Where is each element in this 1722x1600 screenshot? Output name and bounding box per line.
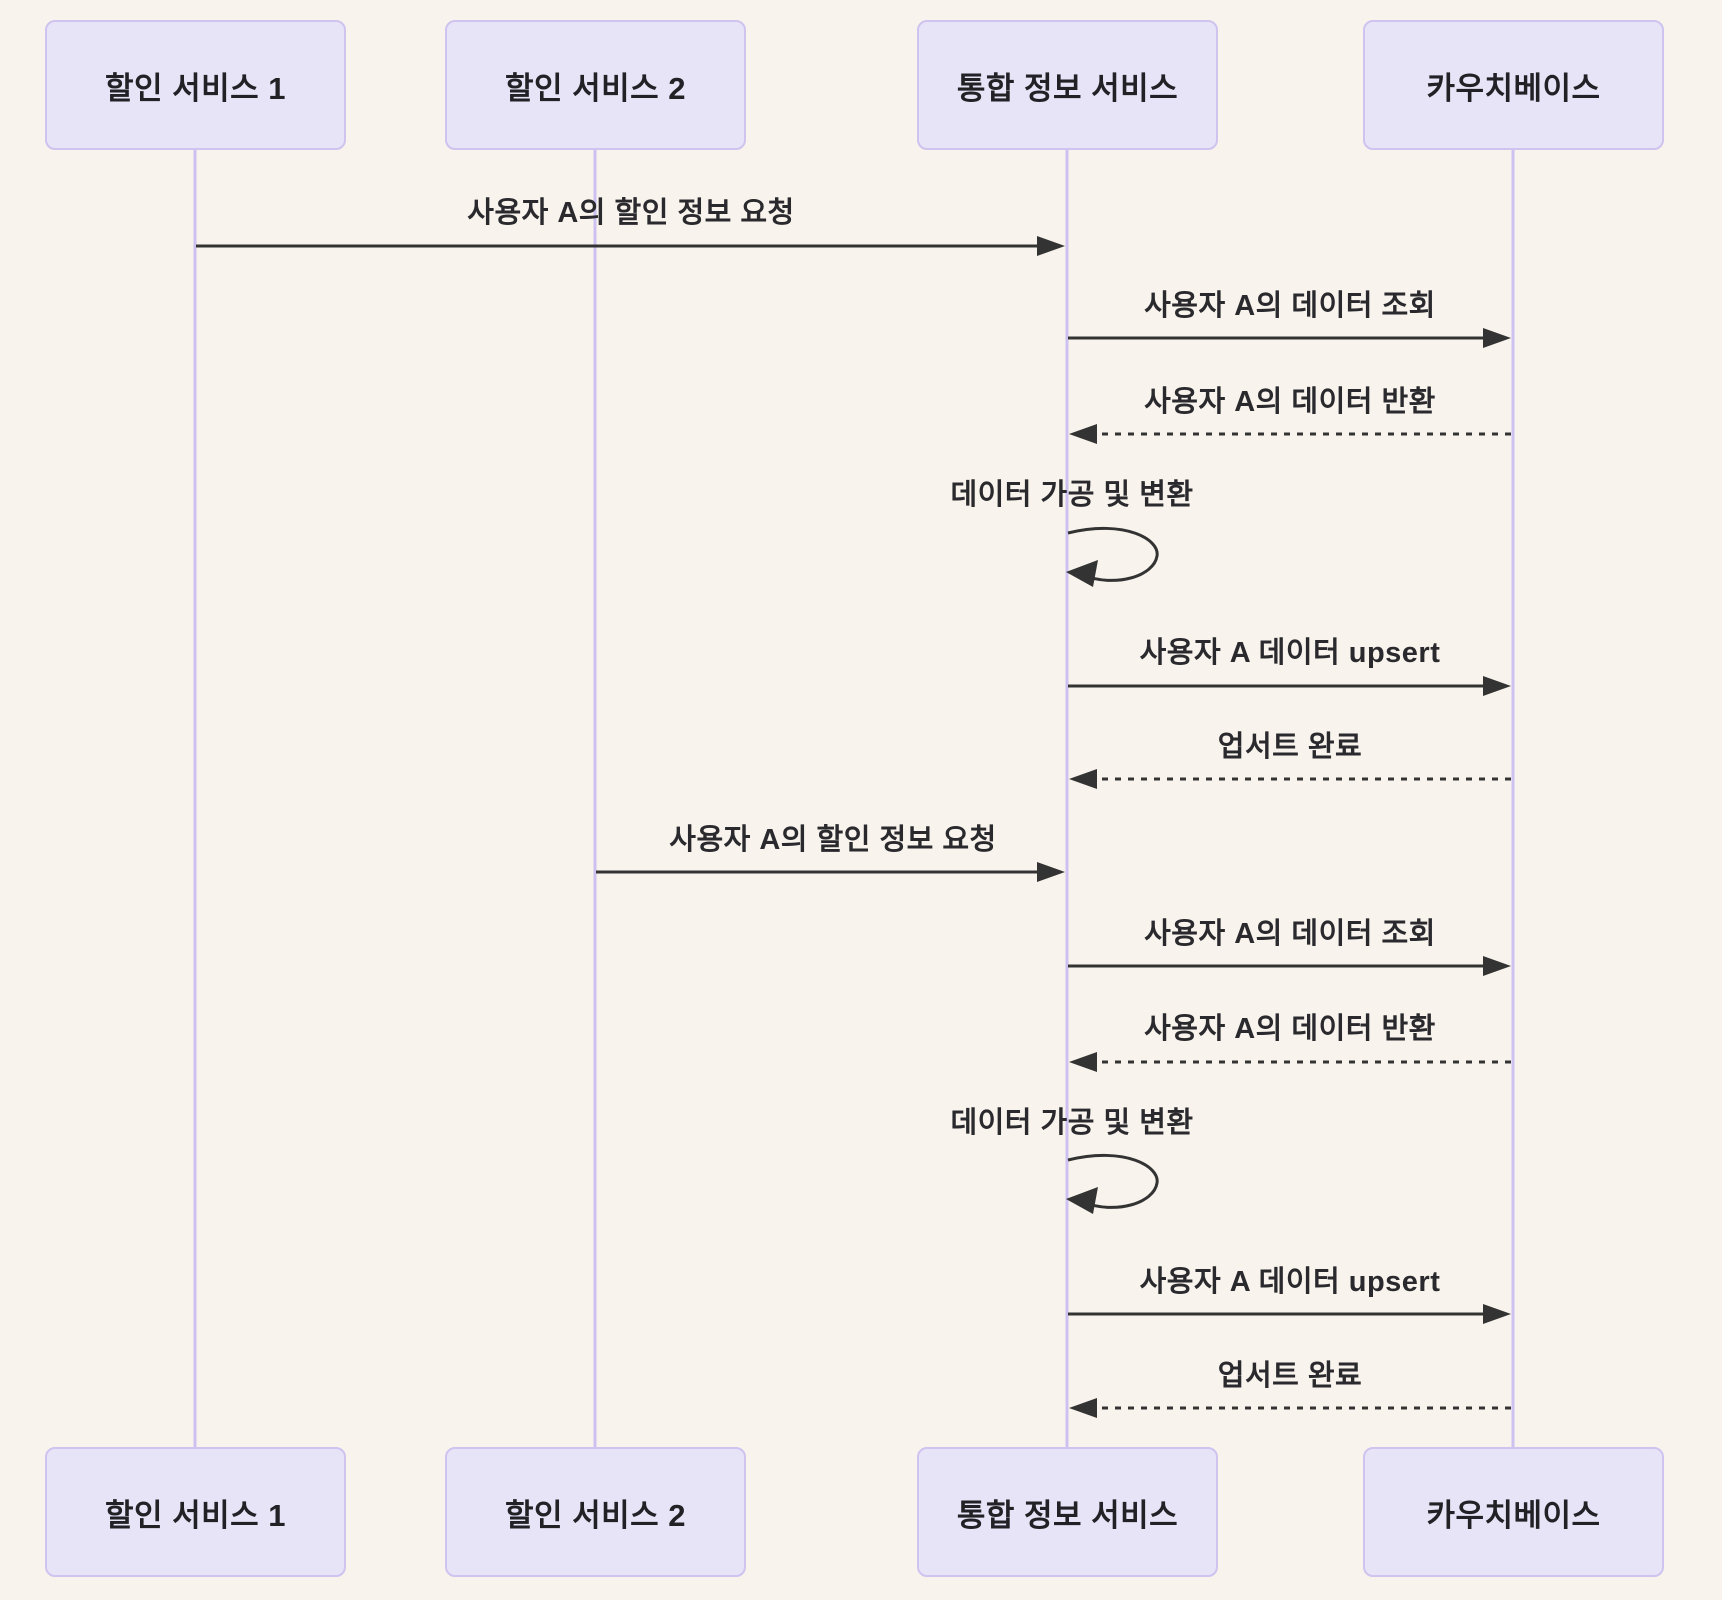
message-label-12: 업서트 완료 — [1217, 1360, 1363, 1392]
arrowhead-right-icon — [1037, 862, 1065, 882]
message-label-8: 사용자 A의 데이터 조회 — [1144, 918, 1436, 950]
actor-bottom-discount-service-1: 할인 서비스 1 — [45, 1447, 346, 1577]
actor-top-discount-service-1: 할인 서비스 1 — [45, 20, 346, 150]
arrowhead-right-icon — [1037, 236, 1065, 256]
arrowhead-left-icon — [1069, 424, 1097, 444]
message-label-11: 사용자 A 데이터 upsert — [1139, 1266, 1441, 1298]
message-label-6: 업서트 완료 — [1217, 731, 1363, 763]
actor-bottom-couchbase: 카우치베이스 — [1363, 1447, 1664, 1577]
message-label-7: 사용자 A의 할인 정보 요청 — [669, 824, 997, 856]
message-label-4: 데이터 가공 및 변환 — [950, 479, 1194, 511]
actor-bottom-integrated-info-service: 통합 정보 서비스 — [917, 1447, 1218, 1577]
arrowhead-left-icon — [1069, 1398, 1097, 1418]
self-loop-2 — [1067, 1154, 1159, 1209]
arrowhead-right-icon — [1483, 1304, 1511, 1324]
message-label-10: 데이터 가공 및 변환 — [950, 1107, 1194, 1139]
actor-top-integrated-info-service: 통합 정보 서비스 — [917, 20, 1218, 150]
arrowhead-right-icon — [1483, 956, 1511, 976]
actor-bottom-discount-service-2: 할인 서비스 2 — [445, 1447, 746, 1577]
message-label-3: 사용자 A의 데이터 반환 — [1144, 386, 1436, 418]
actor-top-couchbase: 카우치베이스 — [1363, 20, 1664, 150]
arrowhead-left-icon — [1069, 1052, 1097, 1072]
arrowhead-left-icon — [1066, 1187, 1098, 1214]
arrowhead-left-icon — [1069, 769, 1097, 789]
message-label-1: 사용자 A의 할인 정보 요청 — [467, 197, 795, 229]
message-label-5: 사용자 A 데이터 upsert — [1139, 637, 1441, 669]
message-label-2: 사용자 A의 데이터 조회 — [1144, 290, 1436, 322]
arrowhead-left-icon — [1066, 560, 1098, 587]
message-label-9: 사용자 A의 데이터 반환 — [1144, 1013, 1436, 1045]
self-loop-1 — [1067, 527, 1159, 582]
actor-top-discount-service-2: 할인 서비스 2 — [445, 20, 746, 150]
arrowhead-right-icon — [1483, 328, 1511, 348]
arrowhead-right-icon — [1483, 676, 1511, 696]
